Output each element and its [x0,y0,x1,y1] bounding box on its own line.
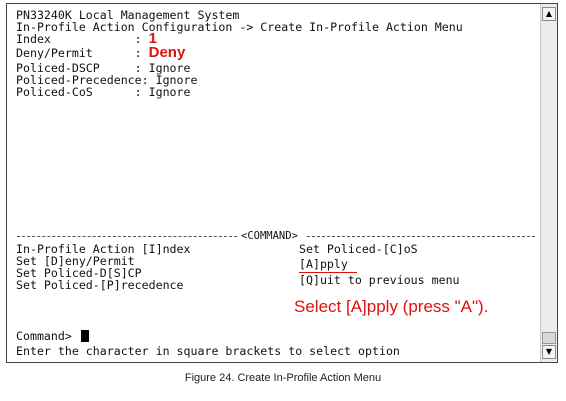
deny-permit-value: Deny [148,44,186,61]
command-section-label: <COMMAND> [239,230,300,243]
apply-annotation: Select [A]pply (press "A"). [294,297,489,316]
command-prompt[interactable]: Command> [16,330,89,342]
index-label: Index : [16,32,149,46]
scroll-thumb[interactable] [542,332,556,344]
menu-option-precedence[interactable]: Set Policed-[P]recedence [16,278,184,292]
apply-underline [299,272,357,273]
terminal-window: PN33240K Local Management System In-Prof… [6,3,558,363]
system-title: PN33240K Local Management System [16,8,240,22]
figure-caption: Figure 24. Create In-Profile Action Menu [184,372,382,384]
menu-option-deny-permit[interactable]: Set [D]eny/Permit [16,254,135,268]
deny-permit-label: Deny/Permit : [16,46,149,60]
field-deny-permit: Deny/Permit : Deny [16,44,186,61]
menu-option-apply[interactable]: [A]pply [299,257,348,271]
index-value: 1 [148,30,157,47]
menu-option-cos[interactable]: Set Policed-[C]oS [299,242,418,256]
cursor-block [80,330,89,342]
vertical-scrollbar[interactable]: ▲ ▼ [540,4,557,362]
field-policed-cos: Policed-CoS : Ignore [16,85,191,99]
field-index: Index : 1 [16,30,157,47]
terminal-screen: PN33240K Local Management System In-Prof… [7,4,541,362]
breadcrumb: In-Profile Action Configuration -> Creat… [16,20,463,34]
menu-option-quit[interactable]: [Q]uit to previous menu [299,273,460,287]
scroll-up-icon[interactable]: ▲ [542,7,556,21]
prompt-label: Command> [16,329,79,343]
scroll-down-icon[interactable]: ▼ [542,345,556,359]
command-separator-left [17,236,237,237]
field-policed-precedence: Policed-Precedence: Ignore [16,73,198,87]
hint-text: Enter the character in square brackets t… [16,344,400,358]
menu-option-dscp[interactable]: Set Policed-D[S]CP [16,266,142,280]
menu-option-index[interactable]: In-Profile Action [I]ndex [16,242,191,256]
command-separator-right [307,236,535,237]
field-policed-dscp: Policed-DSCP : Ignore [16,61,191,75]
